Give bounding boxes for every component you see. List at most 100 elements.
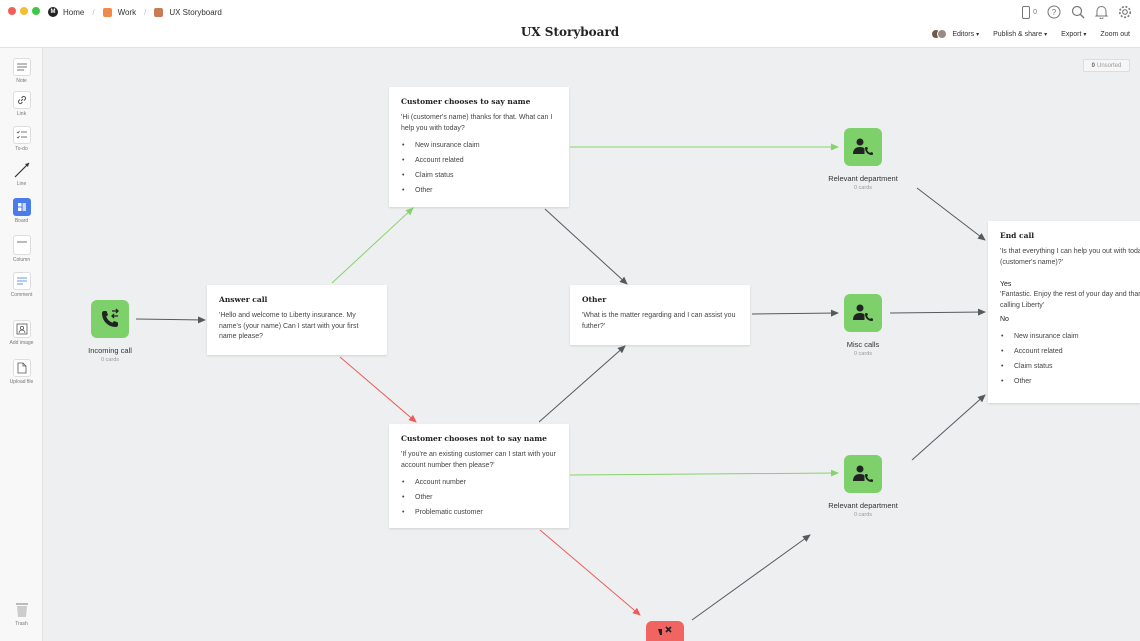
device-button[interactable]: 0: [1022, 5, 1037, 19]
card-title: End call: [1000, 231, 1035, 240]
chevron-down-icon: ▾: [1044, 31, 1048, 38]
node-label: Relevant department: [828, 174, 898, 183]
tool-todo[interactable]: To-do: [0, 126, 43, 152]
node-incoming-call[interactable]: Incoming call 0 cards: [70, 300, 150, 363]
trash-icon: [13, 601, 31, 619]
image-icon: [12, 320, 31, 338]
file-icon: [12, 359, 31, 377]
tool-label: Note: [16, 78, 27, 84]
tool-upload-file[interactable]: Upload file: [0, 359, 43, 385]
tool-sidebar: Note Link To-do Line Board Column Comm: [0, 48, 43, 641]
card-customer-says-name[interactable]: Customer chooses to say name 'Hi (custom…: [389, 87, 569, 207]
no-label: No: [1000, 316, 1009, 323]
connector-hangup-to-relevant[interactable]: [691, 534, 811, 621]
notifications-button[interactable]: [1095, 5, 1108, 19]
card-answer-call[interactable]: Answer call 'Hello and welcome to Libert…: [207, 285, 387, 355]
yes-label: Yes: [1000, 281, 1012, 288]
milanote-logo-icon: M: [48, 7, 58, 17]
breadcrumb-work[interactable]: Work: [102, 7, 136, 17]
maximize-window-button[interactable]: [32, 7, 40, 15]
zoom-out-label: Zoom out: [1100, 30, 1130, 38]
connector-not-say-to-end-call[interactable]: [539, 529, 641, 616]
top-bar: M Home / Work / UX Storyboard 0 ?: [0, 0, 1140, 48]
publish-share-label: Publish & share: [993, 30, 1043, 38]
connector-not-say-to-other[interactable]: [538, 345, 626, 423]
unsorted-label: Unsorted: [1096, 62, 1122, 69]
card-body: 'Hello and welcome to Liberty insurance.…: [219, 312, 359, 340]
export-label: Export: [1061, 30, 1082, 38]
unsorted-count: 0: [1091, 62, 1095, 69]
help-button[interactable]: ?: [1047, 5, 1061, 19]
help-icon: ?: [1047, 5, 1061, 19]
tool-label: Upload file: [9, 379, 34, 385]
yes-response: 'Fantastic. Enjoy the rest of your day a…: [1000, 291, 1140, 309]
zoom-out-button[interactable]: Zoom out: [1100, 31, 1130, 38]
person-call-icon: [844, 294, 882, 332]
tool-label: Trash: [15, 621, 28, 627]
node-misc-calls[interactable]: Misc calls 0 cards: [813, 294, 913, 357]
tool-board[interactable]: Board: [0, 198, 43, 224]
settings-button[interactable]: [1118, 5, 1132, 19]
svg-text:?: ?: [1052, 8, 1057, 17]
node-card-count: 0 cards: [853, 185, 873, 191]
editors-menu[interactable]: Editors ▾: [931, 29, 979, 39]
breadcrumb-separator: /: [92, 7, 95, 17]
tool-column[interactable]: Column: [0, 235, 43, 263]
tool-add-image[interactable]: Add image: [0, 320, 43, 346]
list-item: Account related: [1000, 344, 1128, 359]
tool-label: Add image: [9, 340, 34, 346]
tool-label: Link: [16, 111, 27, 117]
list-item: New insurance claim: [1000, 329, 1128, 344]
card-end-call[interactable]: End call 'Is that everything I can help …: [988, 221, 1140, 403]
breadcrumb-ux-storyboard[interactable]: UX Storyboard: [154, 7, 222, 17]
avatar: [937, 29, 948, 39]
list-item: Claim status: [401, 168, 557, 183]
list-item: Other: [1000, 374, 1128, 389]
gear-icon: [1118, 5, 1132, 19]
editors-label: Editors: [952, 30, 975, 38]
card-customer-not-say-name[interactable]: Customer chooses not to say name 'If you…: [389, 424, 569, 528]
person-call-icon: [844, 455, 882, 493]
card-title: Customer chooses not to say name: [401, 434, 547, 443]
top-icons: 0 ?: [1022, 5, 1132, 19]
chevron-down-icon: ▾: [1083, 31, 1087, 38]
tool-link[interactable]: Link: [0, 91, 43, 117]
list-item: Account number: [401, 475, 557, 490]
tool-comment[interactable]: Comment: [0, 272, 43, 298]
link-icon: [12, 91, 31, 109]
breadcrumb-home[interactable]: M Home: [48, 7, 84, 17]
breadcrumb-separator: /: [144, 7, 147, 17]
node-label: Relevant department: [828, 501, 898, 510]
connector-answer-to-say-name[interactable]: [331, 207, 414, 284]
tool-line[interactable]: Line: [0, 161, 43, 187]
node-card-count: 0 cards: [853, 351, 873, 357]
tool-label: Board: [14, 218, 29, 224]
node-label: Incoming call: [88, 346, 132, 355]
tool-trash[interactable]: Trash: [0, 601, 43, 627]
board-actions: Editors ▾ Publish & share ▾ Export ▾ Zoo…: [931, 29, 1130, 39]
card-list: New insurance claim Account related Clai…: [401, 138, 557, 198]
board-color-icon: [154, 7, 164, 17]
card-other[interactable]: Other 'What is the matter regarding and …: [570, 285, 750, 345]
list-item: Other: [401, 490, 557, 505]
connector-answer-to-not-say[interactable]: [339, 356, 417, 423]
connector-say-name-to-other[interactable]: [544, 208, 628, 285]
publish-share-menu[interactable]: Publish & share ▾: [993, 31, 1047, 38]
node-label: Misc calls: [846, 340, 880, 349]
export-menu[interactable]: Export ▾: [1061, 31, 1086, 38]
connector-not-say-to-relevant[interactable]: [569, 469, 839, 477]
node-relevant-department-bottom[interactable]: Relevant department 0 cards: [813, 455, 913, 518]
node-relevant-department-top[interactable]: Relevant department 0 cards: [813, 128, 913, 191]
tool-note[interactable]: Note: [0, 58, 43, 84]
card-body: 'Is that everything I can help you out w…: [1000, 248, 1140, 266]
node-hang-up[interactable]: [646, 621, 684, 641]
unsorted-button[interactable]: 0 Unsorted: [1083, 59, 1130, 72]
chevron-down-icon: ▾: [976, 31, 980, 38]
minimize-window-button[interactable]: [20, 7, 28, 15]
card-list: New insurance claim Account related Clai…: [1000, 329, 1128, 389]
close-window-button[interactable]: [8, 7, 16, 15]
connector-relevant-bottom-to-end[interactable]: [911, 394, 986, 461]
card-list: Account number Other Problematic custome…: [401, 475, 557, 520]
search-button[interactable]: [1071, 5, 1085, 19]
connector-relevant-top-to-end[interactable]: [916, 187, 986, 241]
